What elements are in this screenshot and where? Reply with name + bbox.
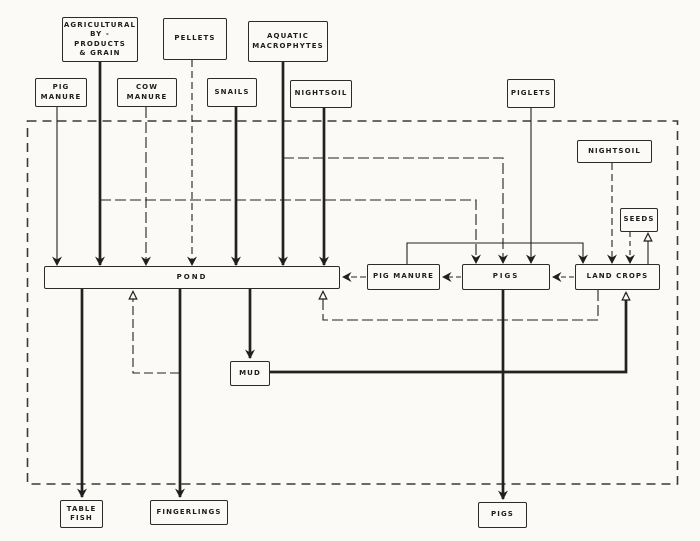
node-pigs: PIGS xyxy=(462,264,550,290)
node-cow-manure: COW MANURE xyxy=(117,78,177,107)
node-pig-manure-input: PIG MANURE xyxy=(35,78,87,107)
node-mud: MUD xyxy=(230,361,270,386)
edge-mud-to-land-crops xyxy=(270,291,631,374)
node-seeds: SEEDS xyxy=(620,208,658,232)
node-pellets: PELLETS xyxy=(163,18,227,60)
node-nightsoil-farm: NIGHTSOIL xyxy=(577,140,652,163)
edge-aquatic-macrophytes-to-pigs xyxy=(283,157,508,264)
edge-fingerlings-to-pond xyxy=(128,290,179,374)
node-agricultural-byproducts: AGRICULTURAL BY - PRODUCTS & GRAIN xyxy=(62,17,138,62)
edge-land-crops-to-pond xyxy=(318,290,599,321)
node-pond: POND xyxy=(44,266,340,289)
node-nightsoil-input: NIGHTSOIL xyxy=(290,80,352,108)
node-pigs-market: PIGS xyxy=(478,502,527,528)
node-fingerlings: FINGERLINGS xyxy=(150,500,228,525)
node-piglets: PIGLETS xyxy=(507,79,555,108)
node-snails: SNAILS xyxy=(207,78,257,107)
node-aquatic-macrophytes: AQUATIC MACROPHYTES xyxy=(248,21,328,62)
node-land-crops: LAND CROPS xyxy=(575,264,660,290)
node-table-fish: TABLE FISH xyxy=(60,500,103,528)
edge-pig-manure-store-to-land-crops xyxy=(406,242,588,264)
edge-agric-byproducts-to-pigs xyxy=(100,199,481,264)
node-pig-manure-store: PIG MANURE xyxy=(367,264,440,290)
system-boundary xyxy=(26,120,679,485)
